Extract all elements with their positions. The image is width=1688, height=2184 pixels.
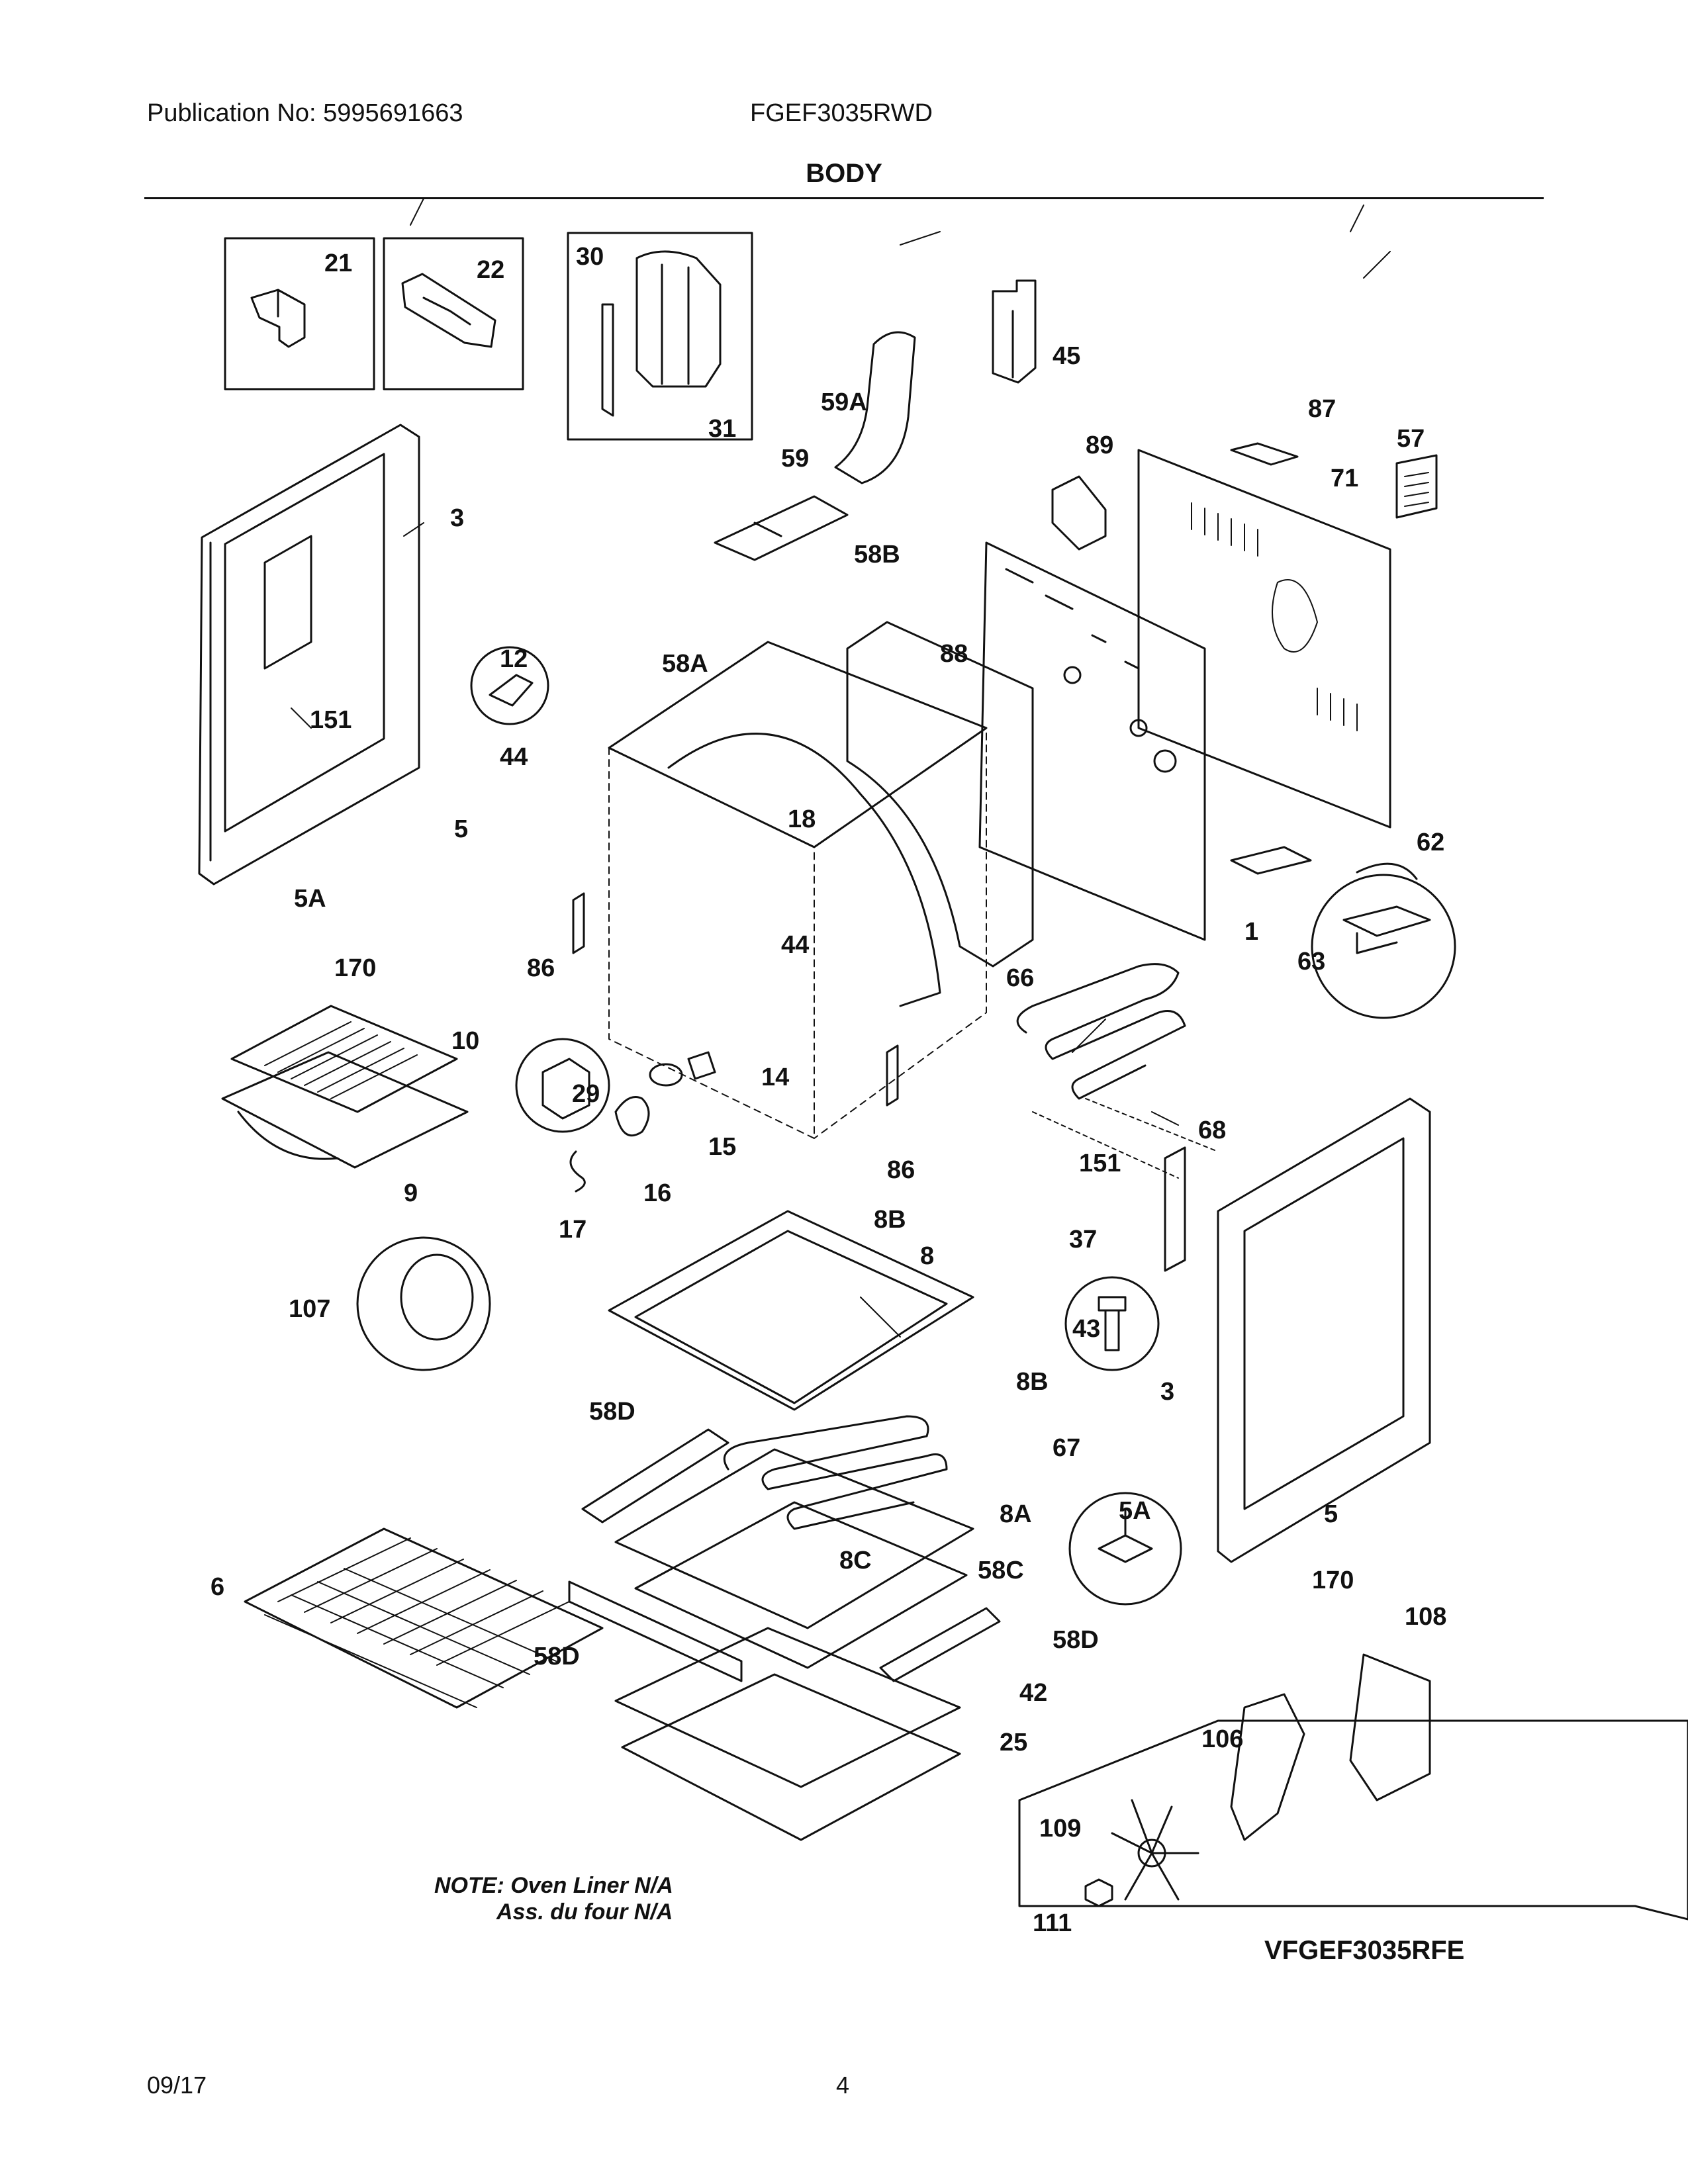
- variant-model-label: VFGEF3035RFE: [1264, 1936, 1464, 1965]
- part-callout-22: 22: [477, 256, 504, 284]
- part-callout-8a: 8A: [1000, 1500, 1032, 1528]
- part-callout-5a: 5: [454, 815, 468, 843]
- part-callout-1: 1: [1244, 918, 1258, 946]
- part-callout-5b: 5: [1324, 1500, 1338, 1528]
- part-callout-31: 31: [708, 415, 736, 443]
- part-callout-45: 45: [1053, 342, 1080, 370]
- part-callout-107: 107: [289, 1295, 330, 1323]
- part-callout-71: 71: [1331, 465, 1358, 492]
- part-callout-9: 9: [404, 1179, 418, 1207]
- part-callout-86b: 86: [887, 1156, 915, 1184]
- part-callout-68: 68: [1198, 1116, 1226, 1144]
- footer-date: 09/17: [147, 2071, 207, 2099]
- header-divider: [144, 197, 1544, 199]
- part-callout-18: 18: [788, 805, 816, 833]
- part-callout-111: 111: [1033, 1909, 1072, 1937]
- part-callout-108: 108: [1405, 1603, 1446, 1631]
- part-callout-88: 88: [940, 640, 968, 668]
- part-callout-10: 10: [451, 1027, 479, 1055]
- part-callout-57: 57: [1397, 425, 1425, 453]
- part-callout-62: 62: [1417, 829, 1444, 856]
- part-callout-16: 16: [643, 1179, 671, 1207]
- part-callout-170a: 170: [334, 954, 376, 982]
- inset-part-21: [224, 237, 375, 390]
- part-callout-86a: 86: [527, 954, 555, 982]
- part-callout-58b: 58B: [854, 541, 900, 569]
- part-callout-109: 109: [1039, 1815, 1081, 1843]
- part-callout-25: 25: [1000, 1729, 1027, 1756]
- part-callout-87: 87: [1308, 395, 1336, 423]
- part-callout-3a: 3: [450, 504, 464, 532]
- part-callout-42: 42: [1019, 1679, 1047, 1707]
- part-callout-58d1: 58D: [589, 1398, 635, 1426]
- inset-part-22: [383, 237, 524, 390]
- part-callout-58d3: 58D: [1053, 1626, 1099, 1654]
- part-callout-43: 43: [1072, 1315, 1100, 1343]
- part-callout-151b: 151: [1079, 1150, 1121, 1177]
- note-line-2: Ass. du four N/A: [496, 1899, 673, 1925]
- part-callout-17: 17: [559, 1216, 586, 1244]
- part-callout-6: 6: [211, 1573, 224, 1601]
- part-callout-106: 106: [1201, 1725, 1243, 1753]
- model-number: FGEF3035RWD: [750, 99, 933, 127]
- part-callout-58d2: 58D: [534, 1643, 580, 1670]
- part-callout-12: 12: [500, 645, 528, 673]
- side-panel-left: [198, 424, 420, 886]
- part-callout-66: 66: [1006, 964, 1034, 992]
- part-callout-37: 37: [1069, 1226, 1097, 1253]
- part-callout-58c: 58C: [978, 1557, 1024, 1584]
- part-callout-29: 29: [572, 1080, 600, 1108]
- part-callout-44a: 44: [500, 743, 528, 771]
- part-callout-44b: 44: [781, 931, 809, 959]
- part-callout-59: 59: [781, 445, 809, 473]
- part-callout-63: 63: [1297, 948, 1325, 976]
- part-callout-8b2: 8B: [1016, 1368, 1049, 1396]
- part-callout-8b1: 8B: [874, 1206, 906, 1234]
- section-title: BODY: [806, 159, 882, 188]
- part-callout-151a: 151: [310, 706, 352, 734]
- part-callout-8c: 8C: [839, 1547, 872, 1574]
- note-line-1: NOTE: Oven Liner N/A: [434, 1873, 673, 1898]
- part-callout-5aa: 5A: [294, 885, 326, 913]
- part-callout-89: 89: [1086, 432, 1113, 459]
- publication-number: Publication No: 5995691663: [147, 99, 463, 127]
- page-number: 4: [836, 2071, 850, 2099]
- part-callout-58a: 58A: [662, 650, 708, 678]
- part-callout-3b: 3: [1160, 1378, 1174, 1406]
- part-callout-21: 21: [324, 250, 352, 277]
- part-callout-30: 30: [576, 243, 604, 271]
- part-callout-59a: 59A: [821, 388, 867, 416]
- part-callout-67: 67: [1053, 1434, 1080, 1462]
- part-callout-8: 8: [920, 1242, 934, 1270]
- part-callout-14: 14: [761, 1064, 789, 1091]
- part-callout-15: 15: [708, 1133, 736, 1161]
- inset-parts-30-31: [567, 232, 753, 441]
- part-callout-5ab: 5A: [1119, 1497, 1151, 1525]
- part-callout-170b: 170: [1312, 1567, 1354, 1594]
